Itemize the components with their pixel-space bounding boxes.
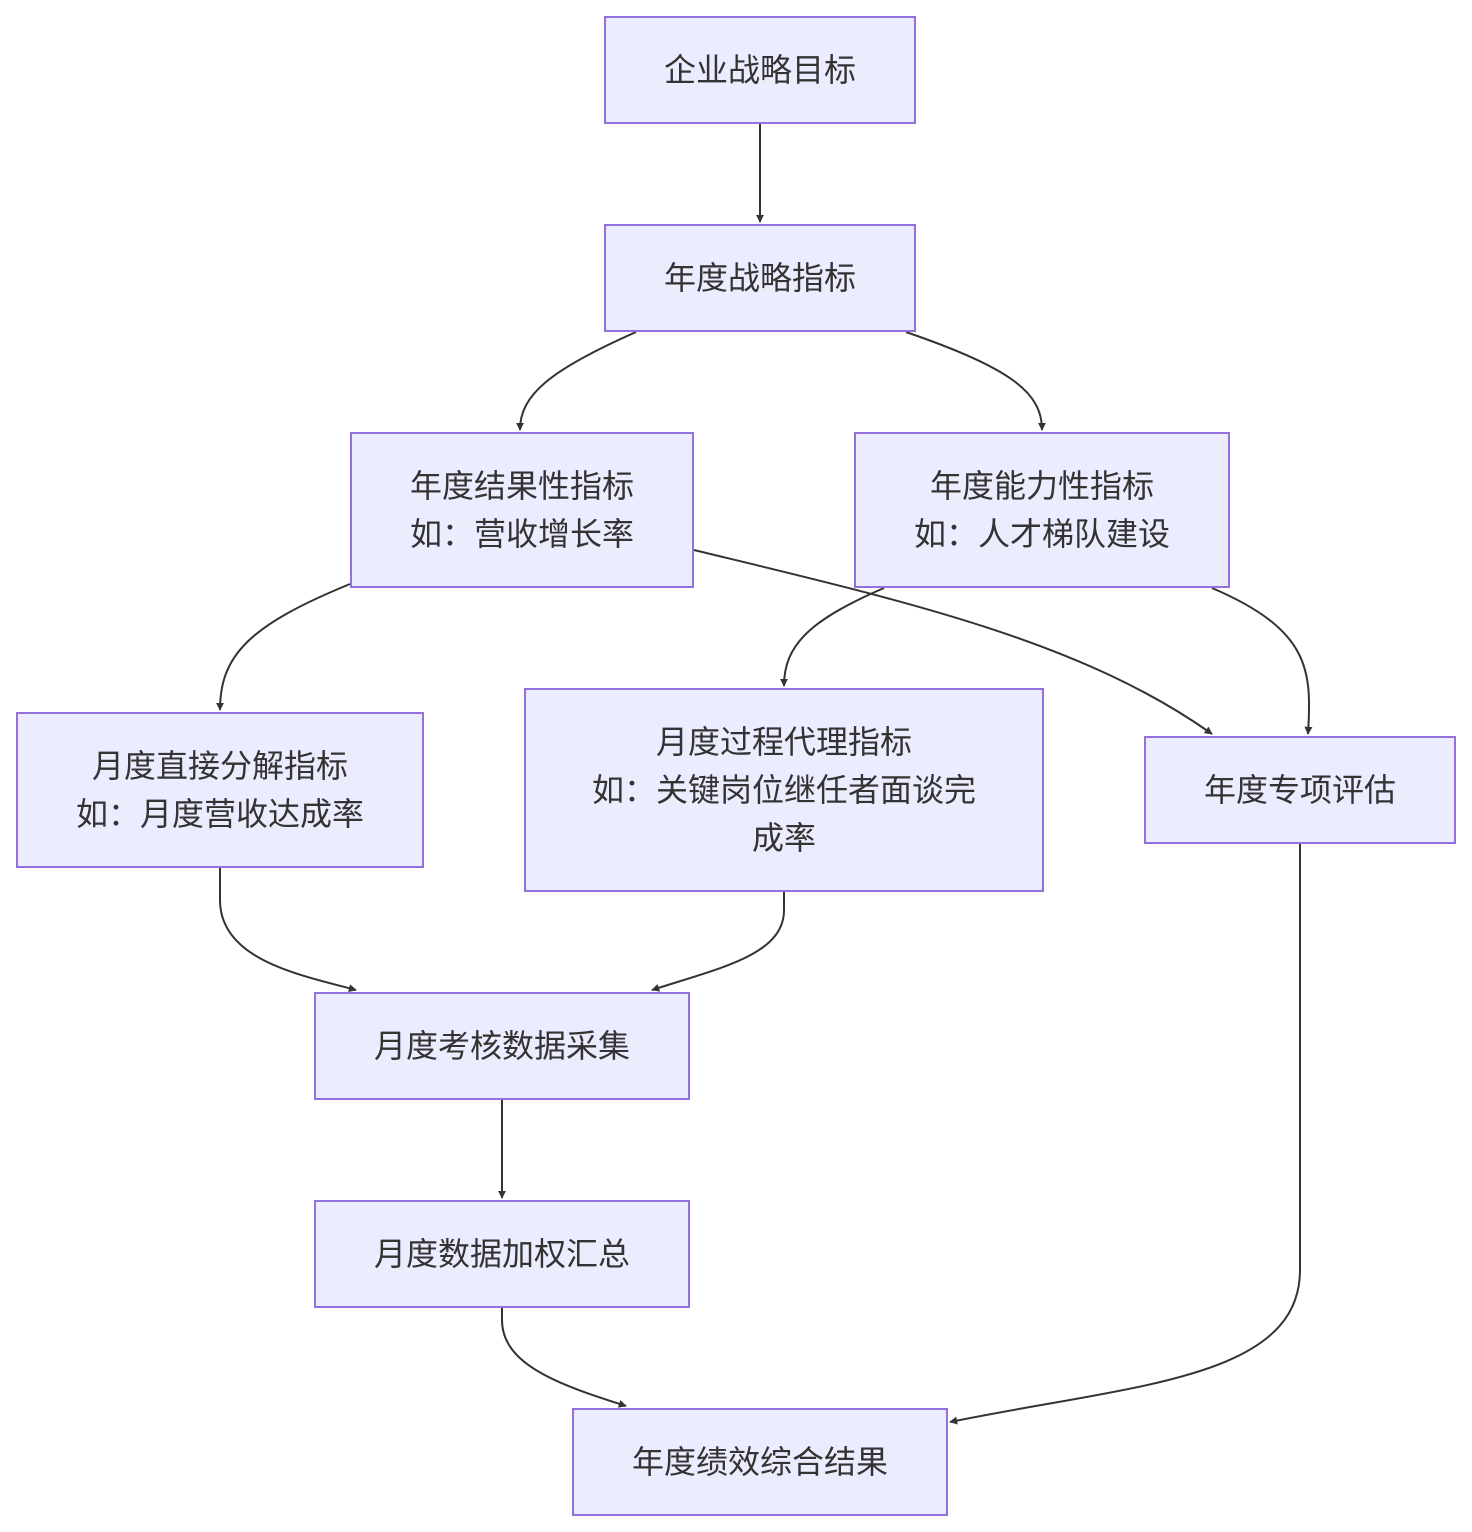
edge-n4-n7 xyxy=(1211,587,1313,735)
node-label-line: 月度直接分解指标 xyxy=(91,747,348,785)
node-n1: 企业战略目标 xyxy=(604,16,916,124)
edge-n9-n10 xyxy=(501,1308,627,1408)
node-n10: 年度绩效综合结果 xyxy=(572,1408,948,1516)
edge-n2-n4 xyxy=(905,331,1046,431)
node-n5: 月度直接分解指标如：月度营收达成率 xyxy=(16,712,424,868)
node-label-line: 企业战略目标 xyxy=(663,51,856,89)
node-n8: 月度考核数据采集 xyxy=(314,992,690,1100)
node-label-line: 年度结果性指标 xyxy=(409,467,634,505)
node-label-line: 月度过程代理指标 xyxy=(655,723,912,761)
node-n6: 月度过程代理指标如：关键岗位继任者面谈完成率 xyxy=(524,688,1044,892)
edge-n6-n8 xyxy=(651,892,785,992)
node-n3: 年度结果性指标如：营收增长率 xyxy=(350,432,694,588)
edge-n3-n5 xyxy=(216,583,351,711)
node-label-line: 如：月度营收达成率 xyxy=(75,795,364,833)
edge-n2-n3 xyxy=(516,331,637,431)
node-n2: 年度战略指标 xyxy=(604,224,916,332)
node-label-line: 成率 xyxy=(751,819,816,857)
edge-n3-n7 xyxy=(693,549,1213,735)
node-label-line: 如：关键岗位继任者面谈完 xyxy=(591,771,976,809)
edge-n7-n10 xyxy=(949,844,1301,1425)
edge-n5-n8 xyxy=(219,868,357,993)
node-label-line: 月度考核数据采集 xyxy=(373,1027,630,1065)
node-label-line: 年度绩效综合结果 xyxy=(631,1443,888,1481)
node-label-line: 月度数据加权汇总 xyxy=(373,1235,630,1273)
edge-n4-n6 xyxy=(780,587,885,687)
node-n7: 年度专项评估 xyxy=(1144,736,1456,844)
node-label-line: 年度战略指标 xyxy=(663,259,856,297)
node-n9: 月度数据加权汇总 xyxy=(314,1200,690,1308)
node-label-line: 年度专项评估 xyxy=(1203,771,1396,809)
node-label-line: 年度能力性指标 xyxy=(929,467,1154,505)
node-label-line: 如：人才梯队建设 xyxy=(913,515,1170,553)
node-label-line: 如：营收增长率 xyxy=(409,515,634,553)
node-n4: 年度能力性指标如：人才梯队建设 xyxy=(854,432,1230,588)
